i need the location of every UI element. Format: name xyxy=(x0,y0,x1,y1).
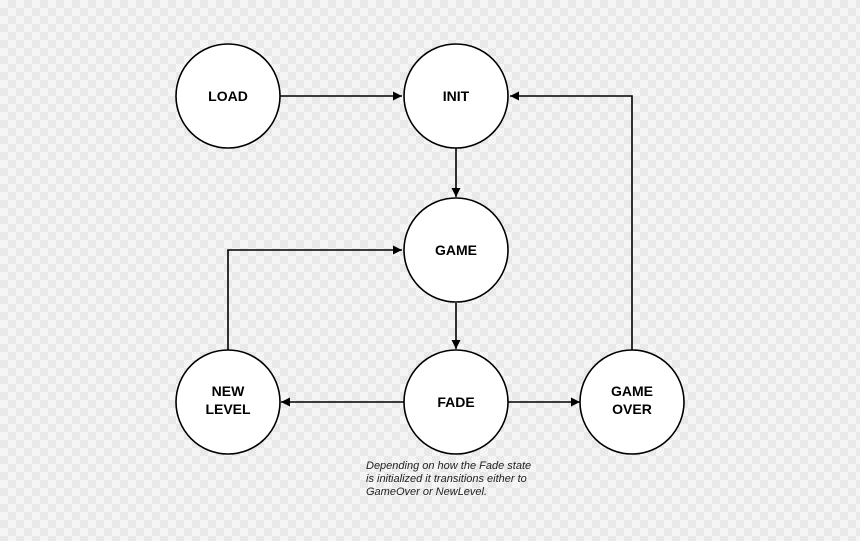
node-label-game-over-line2: OVER xyxy=(612,401,652,417)
edge-game-over-to-init xyxy=(510,91,633,350)
note-line-1: Depending on how the Fade state xyxy=(366,460,532,472)
node-game: GAME xyxy=(403,197,509,303)
node-new-level: NEW LEVEL xyxy=(175,349,281,455)
note-line-3: GameOver or NewLevel. xyxy=(366,486,488,498)
node-label-load: LOAD xyxy=(208,88,248,104)
note-line-2: is initialized it transitions either to xyxy=(366,473,527,485)
node-label-game-over-line1: GAME xyxy=(611,383,653,399)
edge-new-level-to-game xyxy=(227,245,402,350)
node-label-game: GAME xyxy=(435,242,477,258)
node-init: INIT xyxy=(403,43,509,149)
node-label-new-level-line2: LEVEL xyxy=(205,401,251,417)
node-label-init: INIT xyxy=(443,88,470,104)
node-label-new-level-line1: NEW xyxy=(212,383,245,399)
node-fade: FADE xyxy=(403,349,509,455)
node-game-over: GAME OVER xyxy=(579,349,685,455)
node-label-fade: FADE xyxy=(437,394,474,410)
edges-group xyxy=(227,91,633,407)
node-load: LOAD xyxy=(175,43,281,149)
fade-transition-note: Depending on how the Fade state is initi… xyxy=(366,460,566,499)
